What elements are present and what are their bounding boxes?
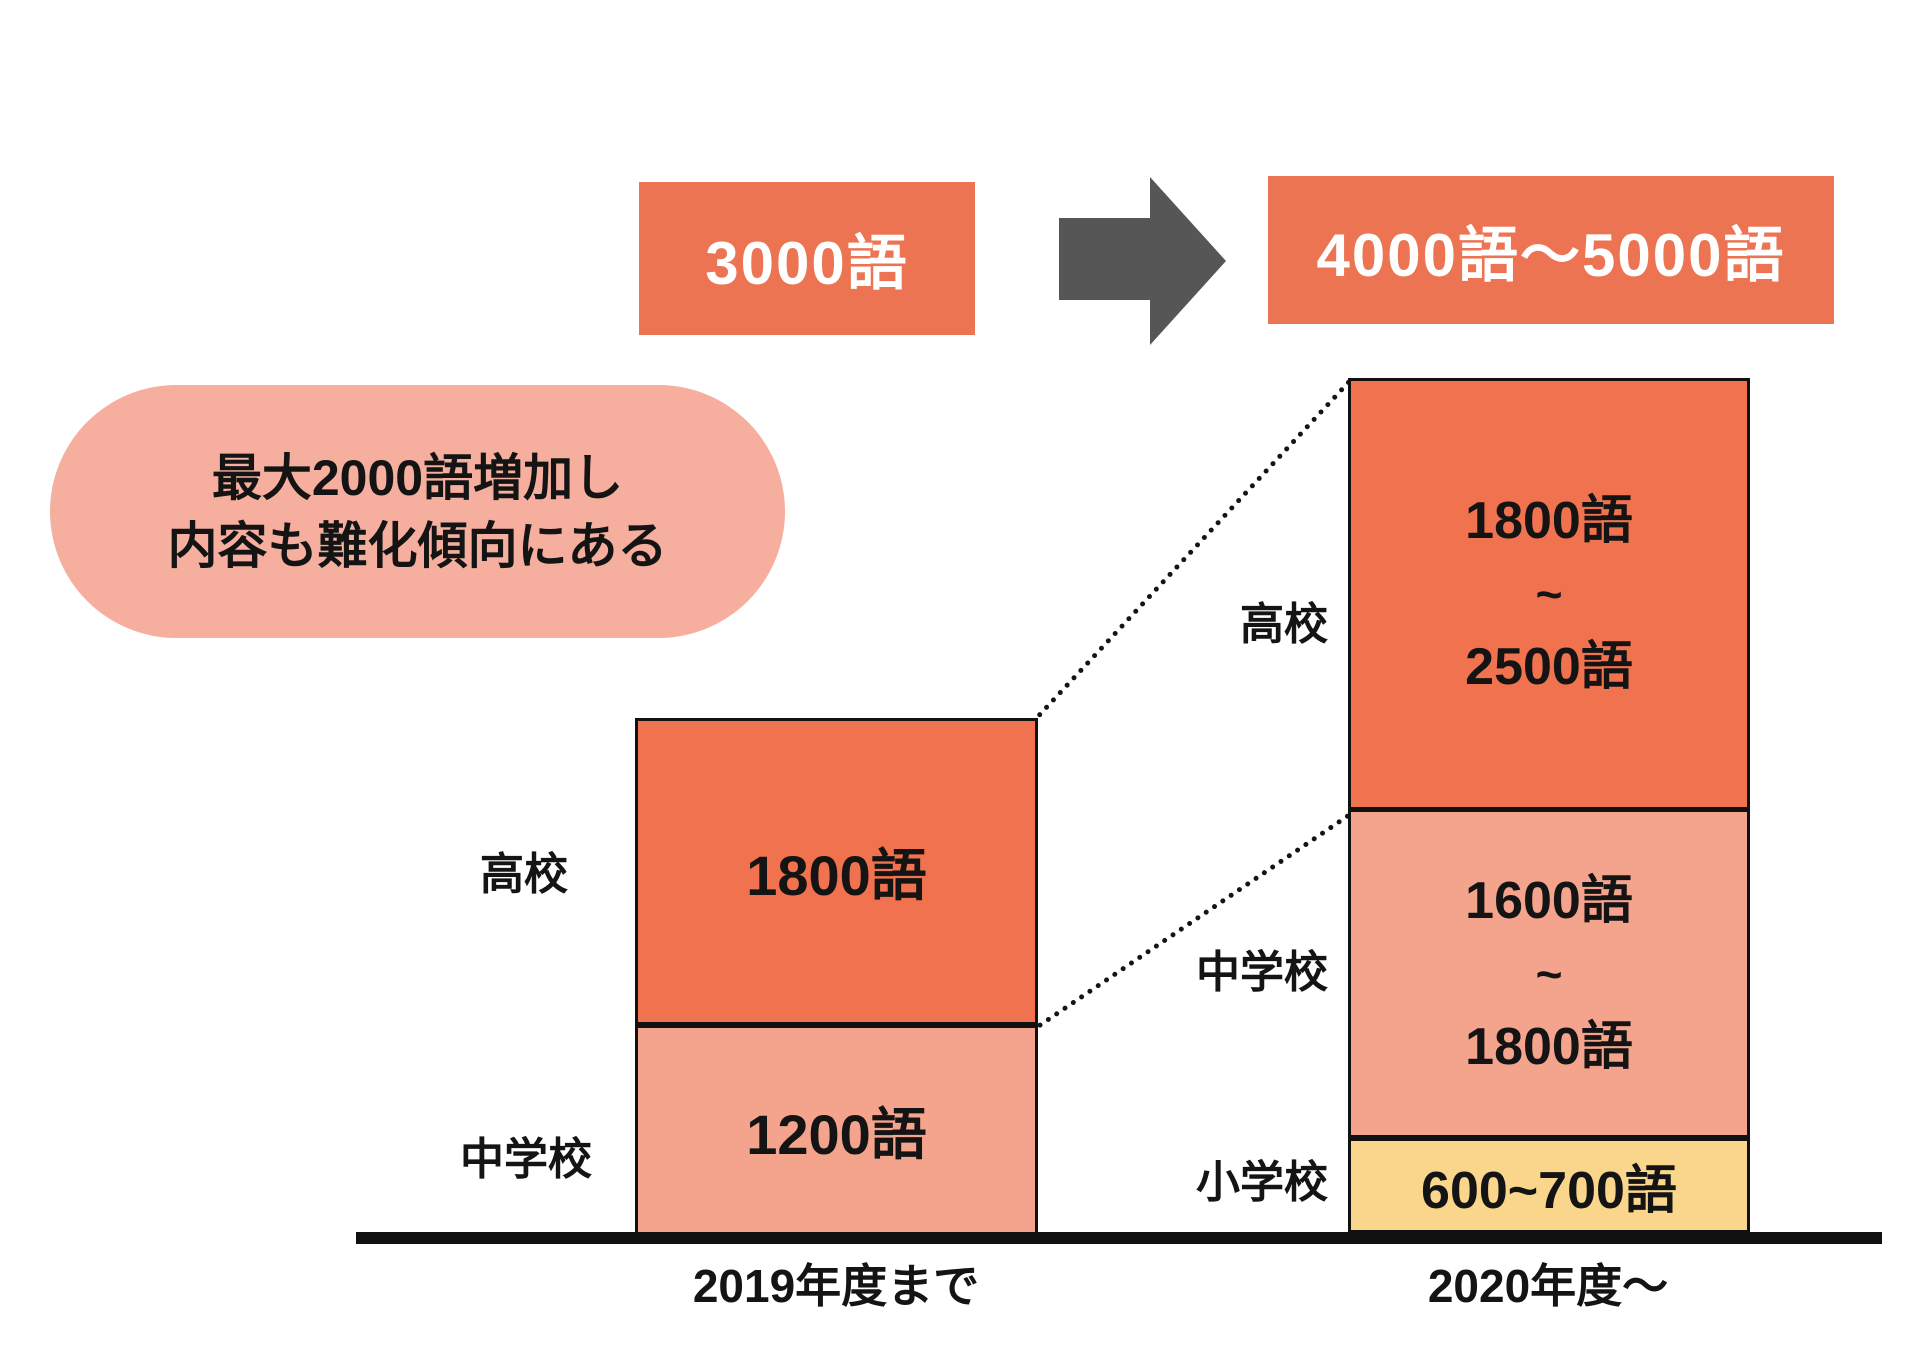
segment-2020-elementary: 600~700語	[1348, 1135, 1750, 1233]
segment-2020-juniorhigh-value: 1600語 ~ 1800語	[1465, 875, 1633, 1073]
segment-2019-highschool: 1800語	[635, 718, 1038, 1028]
label-2019-highschool: 高校	[480, 850, 568, 899]
total-before-label: 3000語	[705, 230, 909, 297]
juniorhigh-range-to: 1800語	[1465, 1017, 1633, 1076]
juniorhigh-range-tilde: ~	[1535, 947, 1563, 1000]
label-2020-elementary: 小学校	[1196, 1158, 1328, 1207]
total-before-box: 3000語	[639, 182, 975, 335]
axis-label-2019: 2019年度まで	[692, 1260, 980, 1312]
callout-line-1: 最大2000語増加し	[211, 449, 624, 506]
x-axis-line	[356, 1232, 1882, 1244]
label-2020-highschool: 高校	[1240, 600, 1328, 649]
dotted-connector-top	[1036, 378, 1353, 719]
axis-label-2020: 2020年度〜	[1427, 1260, 1669, 1312]
right-arrow-icon	[1059, 177, 1226, 345]
total-after-box: 4000語〜5000語	[1268, 176, 1834, 324]
segment-2020-juniorhigh: 1600語 ~ 1800語	[1348, 812, 1750, 1135]
juniorhigh-range-from: 1600語	[1465, 871, 1633, 930]
segment-2020-highschool: 1800語 ~ 2500語	[1348, 378, 1750, 812]
segment-2020-highschool-value: 1800語 ~ 2500語	[1465, 495, 1633, 693]
callout-bubble: 最大2000語増加し 内容も難化傾向にある	[50, 385, 785, 638]
bar-2019: 1800語 1200語	[635, 718, 1038, 1233]
total-after-label: 4000語〜5000語	[1316, 221, 1786, 289]
segment-2020-elementary-value: 600~700語	[1421, 1162, 1677, 1220]
callout-line-2: 内容も難化傾向にある	[167, 517, 668, 574]
label-2019-juniorhigh: 中学校	[460, 1135, 592, 1184]
segment-2019-juniorhigh: 1200語	[635, 1028, 1038, 1233]
label-2020-juniorhigh: 中学校	[1196, 948, 1328, 997]
segment-2019-highschool-value: 1800語	[746, 844, 927, 907]
highschool-range-from: 1800語	[1465, 492, 1633, 550]
highschool-range-tilde: ~	[1535, 568, 1563, 620]
highschool-range-to: 2500語	[1465, 638, 1633, 696]
segment-2019-juniorhigh-value: 1200語	[746, 1103, 927, 1166]
bar-2020: 1800語 ~ 2500語 1600語 ~ 1800語 600~700語	[1348, 378, 1750, 1233]
